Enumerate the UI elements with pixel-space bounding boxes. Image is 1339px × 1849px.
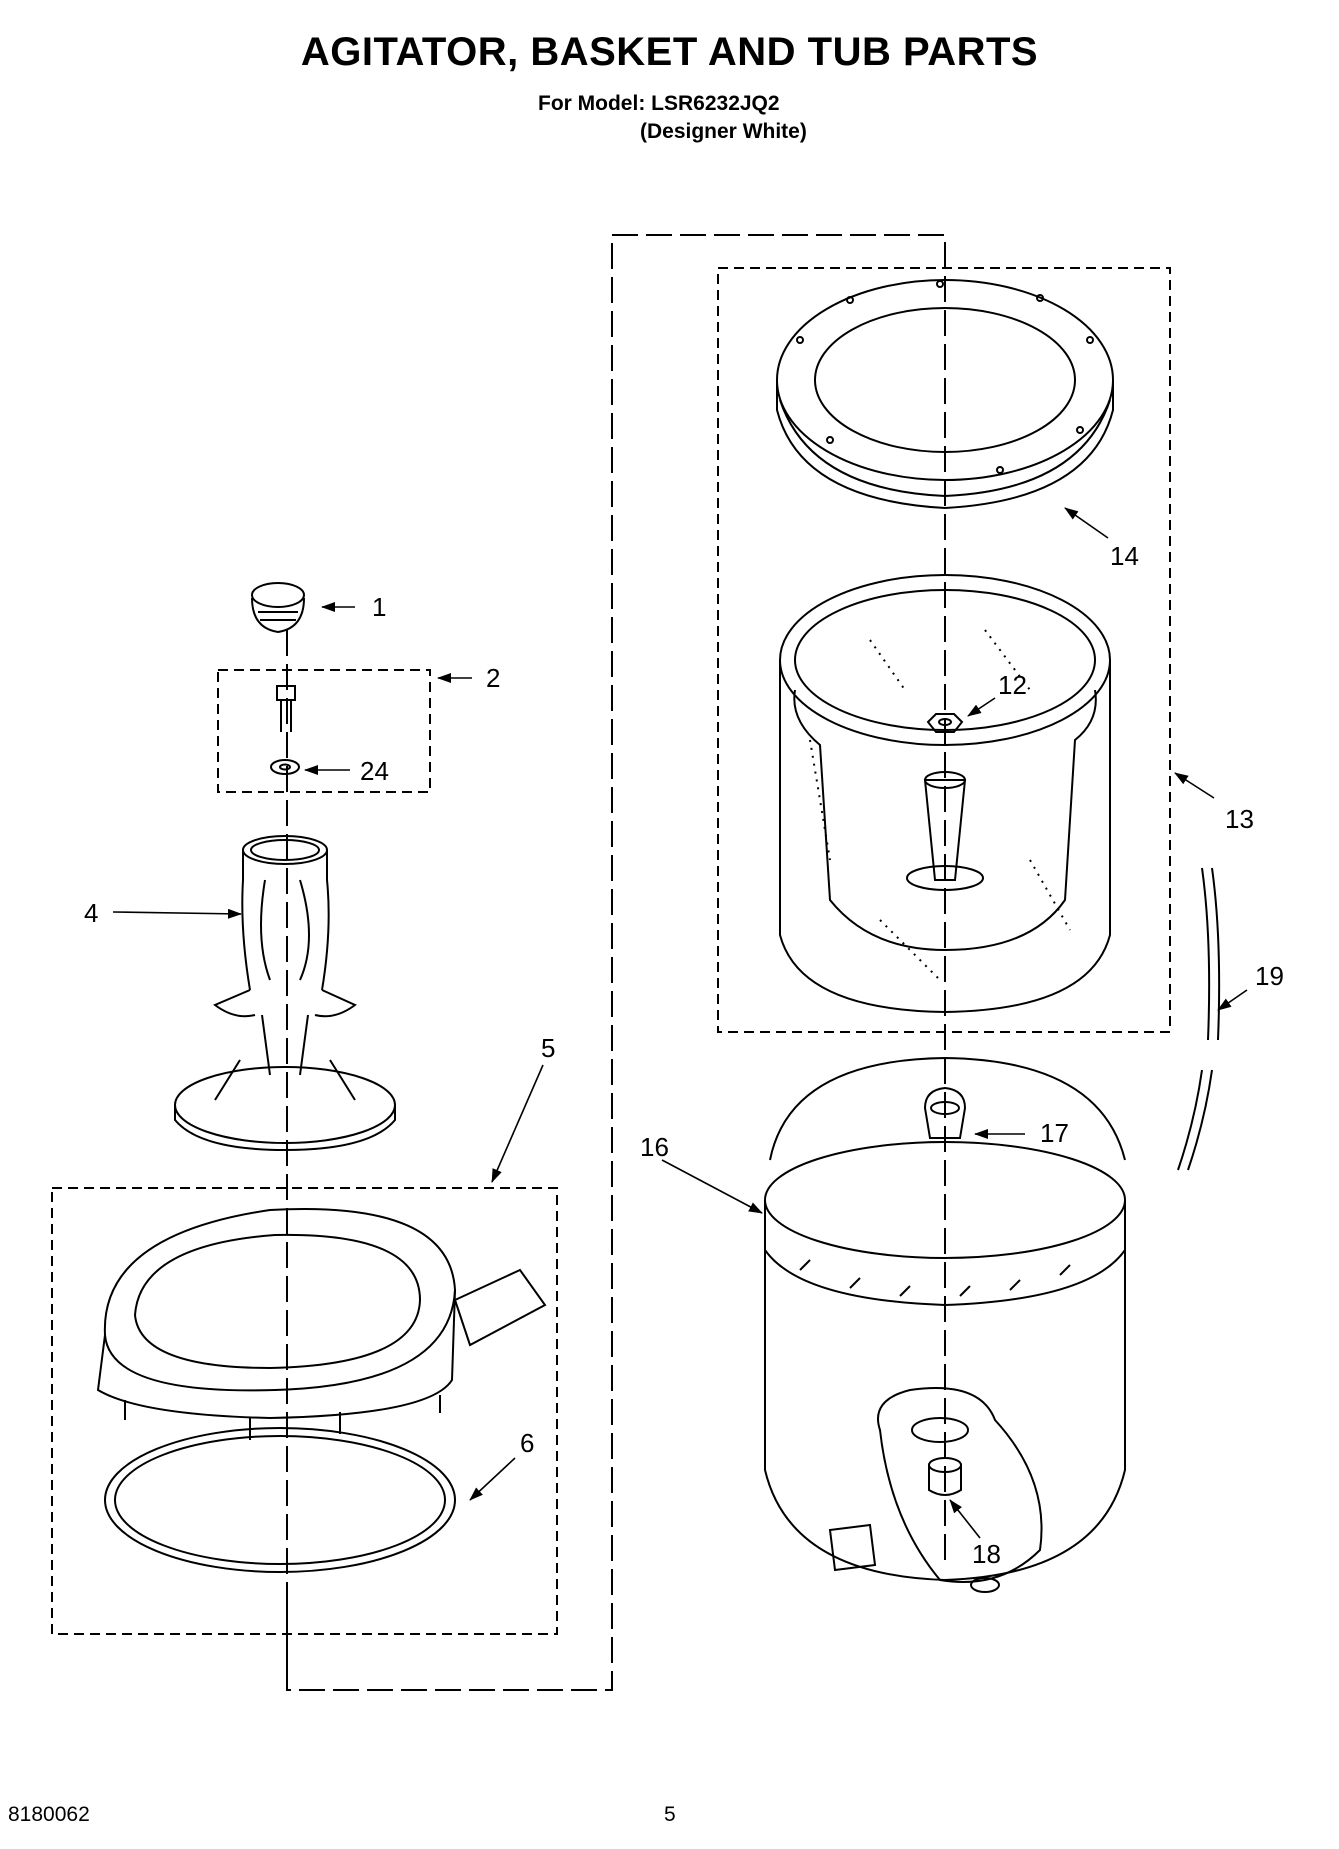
callout-4: 4 bbox=[84, 898, 98, 928]
leader-arrows bbox=[112, 507, 1248, 1539]
page-title: AGITATOR, BASKET AND TUB PARTS bbox=[300, 30, 1039, 74]
tub-ring-part bbox=[96, 1208, 547, 1440]
balance-ring-part bbox=[776, 279, 1114, 510]
tub-drain-fitting-part bbox=[928, 1457, 962, 1496]
hose-part bbox=[1177, 867, 1221, 1171]
callout-13: 13 bbox=[1225, 804, 1254, 834]
group-box-2 bbox=[217, 669, 431, 793]
clutch-part bbox=[923, 1086, 967, 1139]
color-line: (Designer White) bbox=[640, 120, 807, 143]
callout-6: 6 bbox=[520, 1428, 534, 1458]
outer-tub-part bbox=[764, 1056, 1126, 1593]
washer-part bbox=[270, 759, 300, 775]
callout-17: 17 bbox=[1040, 1118, 1069, 1148]
group-box-5 bbox=[51, 1187, 558, 1635]
callout-18: 18 bbox=[972, 1539, 1001, 1569]
callout-2: 2 bbox=[486, 663, 500, 693]
page-number: 5 bbox=[664, 1803, 676, 1826]
agitator-cap-part bbox=[251, 582, 305, 634]
callout-12: 12 bbox=[998, 670, 1027, 700]
callout-19: 19 bbox=[1255, 961, 1284, 991]
callout-16: 16 bbox=[640, 1132, 669, 1162]
callout-5: 5 bbox=[541, 1033, 555, 1063]
basket-part bbox=[779, 574, 1111, 1014]
basket-nut-part bbox=[926, 713, 964, 733]
left-assembly-centerline bbox=[286, 234, 946, 1691]
agitator-bolt-part bbox=[276, 685, 296, 732]
callout-14: 14 bbox=[1110, 541, 1139, 571]
callout-24: 24 bbox=[360, 756, 389, 786]
model-line: For Model: LSR6232JQ2 bbox=[538, 92, 780, 115]
tub-seal-part bbox=[104, 1427, 456, 1573]
group-box-13 bbox=[717, 267, 1171, 1033]
agitator-part bbox=[174, 835, 396, 1152]
callout-1: 1 bbox=[372, 592, 386, 622]
document-number: 8180062 bbox=[8, 1803, 90, 1826]
